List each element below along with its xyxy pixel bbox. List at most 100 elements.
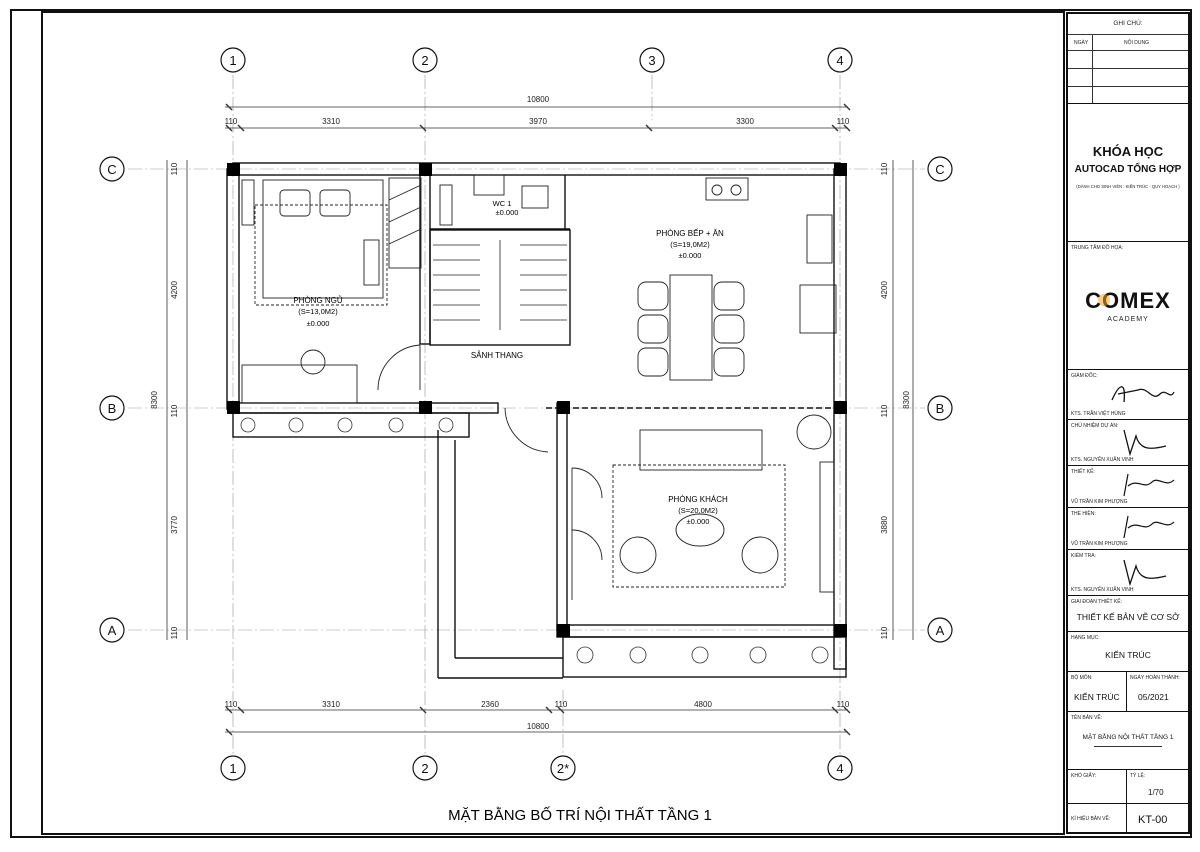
exec-name: VŨ TRẦN KIM PHƯỢNG [1071,541,1128,547]
pm-cell: CHỦ NHIỆM DỰ ÁN: KTS. NGUYỄN XUÂN VINH [1068,420,1188,466]
sheet-border [10,9,1192,838]
code-cell: KÍ HIỆU BẢN VẼ: KT-00 [1068,804,1188,834]
living-level: ±0.000 [687,517,710,526]
design-cell: THIẾT KẾ: VŨ TRẦN KIM PHƯỢNG [1068,466,1188,508]
notes-title: GHI CHÚ: [1113,20,1143,27]
dim-right: 110 [880,162,889,175]
course-line1: KHÓA HỌC [1092,144,1164,159]
dim-bottom-seg: 110 [225,700,238,709]
kitchen-name: PHÒNG BẾP + ĂN [656,228,724,238]
done-label: NGÀY HOÀN THÀNH: [1130,675,1180,681]
item-label: HẠNG MỤC: [1071,635,1100,641]
grid-label-bottom-1: 1 [229,761,236,776]
check-name: KTS. NGUYỄN XUÂN VINH [1071,587,1134,593]
pm-label: CHỦ NHIỆM DỰ ÁN: [1071,423,1119,429]
bedroom-furniture [241,177,422,404]
design-name: VŨ TRẦN KIM PHƯỢNG [1071,499,1128,505]
pm-signature-icon [1123,429,1167,456]
design-signature-icon [1123,473,1175,497]
bedroom-area: (S=13,0M2) [298,307,338,316]
code-label: KÍ HIỆU BẢN VẼ: [1071,816,1111,822]
walls [226,162,847,679]
dim-bottom-seg: 4800 [694,700,712,709]
phase-value: THIẾT KẾ BẢN VẼ CƠ SỞ [1076,612,1180,622]
staircase [433,240,567,330]
kitchen-level: ±0.000 [679,251,702,260]
dim-top-seg: 110 [225,117,238,126]
notes-col-content: NỘI DUNG [1124,40,1149,46]
grid-label-top-4: 4 [836,53,843,68]
sheetname-label: TÊN BẢN VẼ: [1071,715,1103,721]
sheetname-cell: TÊN BẢN VẼ: MẶT BẰNG NỘI THẤT TẦNG 1 [1068,712,1188,770]
scale-value: 1/70 [1148,788,1164,797]
dim-right: 110 [880,626,889,639]
director-signature-icon [1111,386,1175,403]
planter-flowers [240,417,829,664]
dim-top-total: 10800 [527,95,550,104]
wc-level: ±0.000 [496,208,519,217]
grid-bubbles [99,47,953,781]
dim-bottom-seg: 110 [837,700,850,709]
living-area: (S=20,0M2) [678,506,718,515]
grid-label-bottom-2star: 2* [557,761,569,776]
notes-cell: GHI CHÚ: NGÀY NỘI DUNG [1068,14,1188,104]
director-cell: GIÁM ĐỐC: KTS. TRẦN VIỆT HÙNG [1068,370,1188,420]
course-line2: AUTOCAD TỔNG HỢP [1074,164,1182,175]
dept-value: KIẾN TRÚC [1074,692,1120,702]
wc-fixtures [439,174,549,226]
grid-label-right-a: A [936,623,945,638]
bedroom-name: PHÒNG NGỦ [293,296,343,305]
bedroom-level: ±0.000 [307,319,330,328]
grid-label-right-c: C [935,162,944,177]
logo-sub: ACADEMY [1107,316,1149,323]
wc-name: WC 1 [493,199,512,208]
dim-bottom-seg: 2360 [481,700,499,709]
center-label: TRUNG TÂM ĐỒ HỌA: [1071,245,1124,251]
dim-top-seg: 3970 [529,117,547,126]
dim-right: 3880 [880,516,889,534]
phase-cell: GIAI ĐOẠN THIẾT KẾ: THIẾT KẾ BẢN VẼ CƠ S… [1068,596,1188,632]
grid-label-top-2: 2 [421,53,428,68]
design-label: THIẾT KẾ: [1071,469,1095,475]
dim-right: 110 [880,404,889,417]
notes-col-date: NGÀY [1074,40,1089,46]
dim-bottom-total: 10800 [527,722,550,731]
center-cell: TRUNG TÂM ĐỒ HỌA: COMEX ACADEMY [1068,242,1188,370]
dim-top-seg: 3310 [322,117,340,126]
dim-left: 110 [170,162,179,175]
grid-label-bottom-4: 4 [836,761,843,776]
grid-label-top-1: 1 [229,53,236,68]
dim-left: 110 [170,404,179,417]
dept-cell: BỘ MÔN: KIẾN TRÚC NGÀY HOÀN THÀNH: 05/20… [1068,672,1188,712]
scale-label: TỶ LỆ: [1130,773,1146,779]
exec-label: THỂ HIỆN: [1071,511,1096,517]
pm-name: KTS. NGUYỄN XUÂN VINH [1071,457,1134,463]
grid-label-left-a: A [108,623,117,638]
living-name: PHÒNG KHÁCH [668,495,728,504]
paper-label: KHỔ GIẤY: [1071,773,1097,779]
dim-left: 3770 [170,516,179,534]
check-label: KIỂM TRA: [1071,553,1096,559]
sheetname-value: MẶT BẰNG NỘI THẤT TẦNG 1 [1082,734,1174,741]
exec-signature-icon [1123,515,1175,539]
dim-top-seg: 3300 [736,117,754,126]
course-sub: (DÀNH CHO SINH VIÊN : KIẾN TRÚC - QUY HO… [1076,184,1180,189]
item-value: KIẾN TRÚC [1105,650,1151,660]
check-cell: KIỂM TRA: KTS. NGUYỄN XUÂN VINH [1068,550,1188,596]
dim-left: 8300 [150,391,159,409]
check-signature-icon [1123,559,1167,586]
grid-label-left-b: B [108,401,117,416]
dim-left: 4200 [170,281,179,299]
dept-label: BỘ MÔN: [1071,675,1093,681]
director-label: GIÁM ĐỐC: [1071,373,1098,379]
logo-main: COMEX [1085,288,1171,313]
phase-label: GIAI ĐOẠN THIẾT KẾ: [1071,599,1122,605]
dim-bottom-seg: 110 [555,700,568,709]
dim-bottom-seg: 3310 [322,700,340,709]
kitchen-area: (S=19,0M2) [670,240,710,249]
item-cell: HẠNG MỤC: KIẾN TRÚC [1068,632,1188,672]
course-cell: KHÓA HỌC AUTOCAD TỔNG HỢP (DÀNH CHO SINH… [1068,104,1188,242]
dim-right: 8300 [902,391,911,409]
